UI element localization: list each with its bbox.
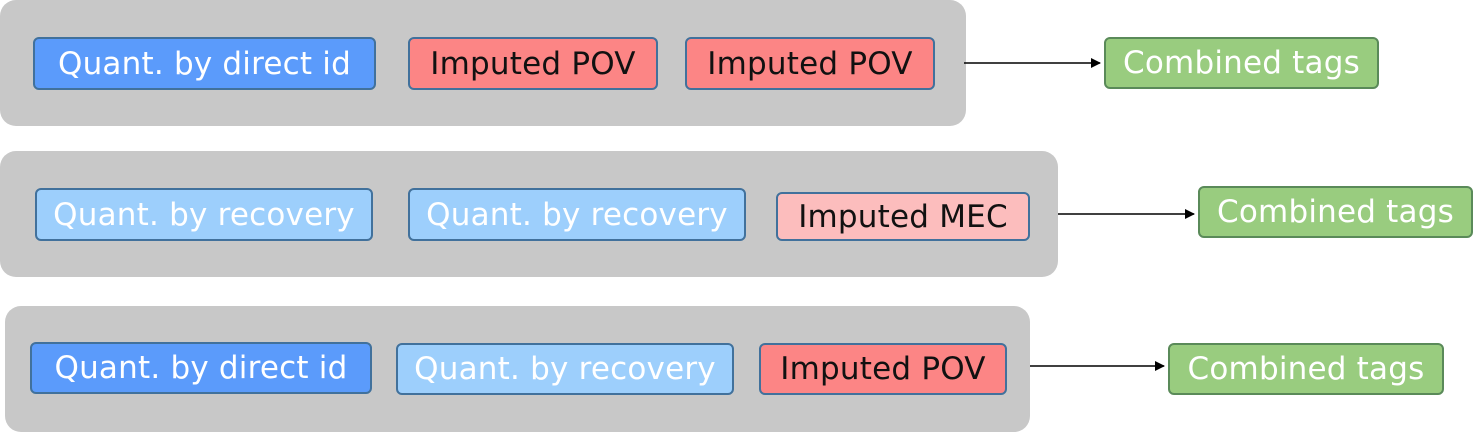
row-1-tag-2: Imputed POV — [408, 37, 658, 90]
row-3-combined-tags: Combined tags — [1168, 343, 1444, 395]
row-1-combined-tags: Combined tags — [1104, 37, 1379, 89]
row-1-tag-1: Quant. by direct id — [33, 37, 376, 90]
row-3-tag-1: Quant. by direct id — [30, 342, 372, 394]
row-1-tag-3: Imputed POV — [685, 37, 935, 90]
row-3-tag-3: Imputed POV — [759, 343, 1007, 395]
row-2-tag-1: Quant. by recovery — [35, 188, 373, 241]
row-2-tag-2: Quant. by recovery — [408, 188, 746, 241]
row-2-combined-tags: Combined tags — [1198, 186, 1473, 238]
row-3-tag-2: Quant. by recovery — [396, 343, 734, 395]
row-2-tag-3: Imputed MEC — [776, 192, 1030, 241]
